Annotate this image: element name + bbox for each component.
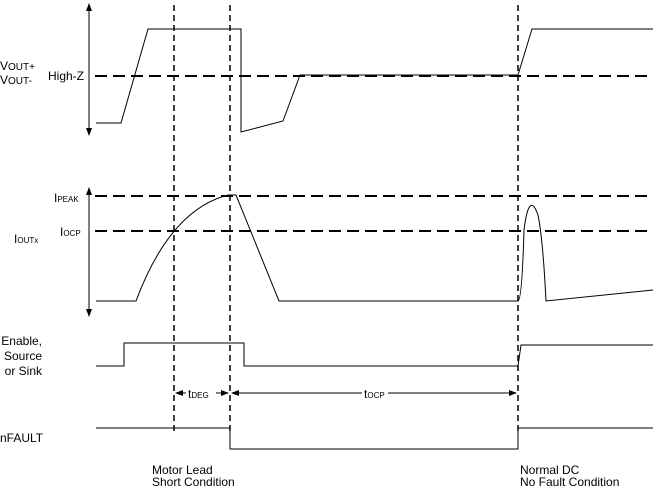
enable-label-line1: Enable, — [1, 334, 42, 348]
vout-minus-label: VOUT- — [0, 73, 32, 87]
short-condition-line1: Motor Lead — [152, 463, 213, 477]
iout-waveform — [96, 194, 653, 302]
normal-condition-line2: No Fault Condition — [520, 475, 619, 487]
enable-label-line3: or Sink — [5, 364, 43, 378]
ioutx-label: IOUTx — [14, 232, 38, 246]
short-condition-line2: Short Condition — [152, 475, 235, 487]
nfault-waveform — [96, 427, 653, 450]
high-z-label: High-Z — [48, 69, 84, 83]
enable-waveform — [96, 342, 653, 367]
ipeak-label: IPEAK — [54, 191, 79, 205]
vout-waveform — [96, 28, 653, 133]
nfault-label: nFAULT — [0, 431, 44, 445]
tdeg-label: tDEG — [188, 387, 209, 401]
enable-label-line2: Source — [4, 349, 42, 363]
iocp-label: IOCP — [60, 225, 81, 239]
normal-condition-line1: Normal DC — [520, 463, 580, 477]
tocp-label: tOCP — [364, 387, 385, 401]
vout-plus-label: VOUT+ — [0, 59, 35, 73]
